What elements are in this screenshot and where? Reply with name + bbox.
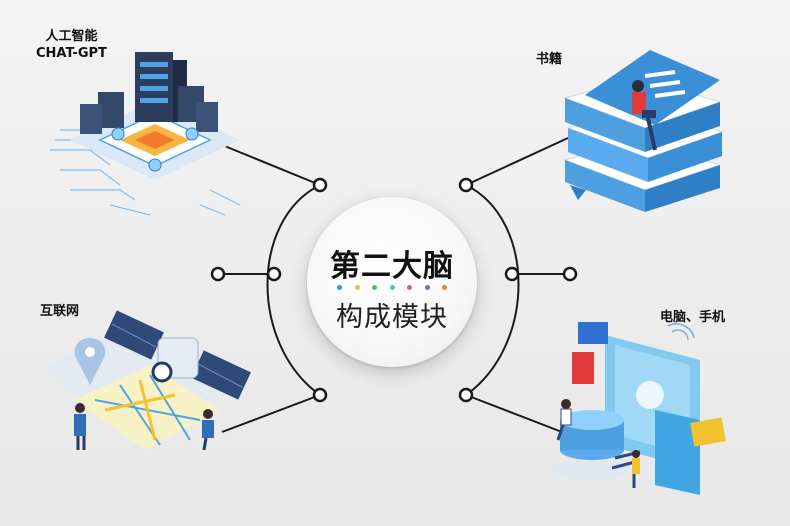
hub-subtitle: 构成模块 [336, 302, 448, 333]
hub-color-dot [354, 285, 360, 290]
node-dot-right-inner [504, 266, 520, 282]
hub-color-dot [389, 285, 395, 290]
hub-color-dot [424, 285, 430, 290]
ai-label-line2: CHAT-GPT [36, 46, 107, 61]
left-arc-connector [266, 184, 321, 396]
ai-label-line1: 人工智能 [45, 29, 98, 44]
hub-color-dot [372, 285, 377, 290]
server-datacenter-icon [50, 52, 241, 216]
internet-label: 互联网 [40, 304, 80, 319]
voice-assistant-phone-icon [552, 322, 726, 495]
stacked-books-icon [563, 50, 724, 212]
satellite-map-icon [40, 310, 251, 451]
books-connector-line [465, 137, 569, 186]
node-dot-bottom-left [312, 387, 328, 403]
hub-color-dot [442, 285, 447, 290]
node-dot-left-inner [266, 266, 282, 282]
devices-label: 电脑、手机 [660, 310, 726, 325]
books-label: 书籍 [536, 52, 563, 67]
right-arc-connector [465, 184, 520, 396]
ai-label: 人工智能 CHAT-GPT [36, 28, 107, 62]
node-dot-right-outer [562, 266, 578, 282]
center-hub: 第二大脑 构成模块 [307, 197, 477, 367]
node-dot-bottom-right [458, 387, 474, 403]
node-dot-left-outer [210, 266, 226, 282]
node-dot-top-right [458, 177, 474, 193]
hub-title: 第二大脑 [330, 249, 454, 284]
node-dot-top-left [312, 177, 328, 193]
devices-connector-line [465, 394, 563, 433]
internet-connector-line [221, 394, 321, 433]
hub-color-dot [337, 285, 342, 290]
hub-color-dot [407, 285, 412, 290]
hub-color-dots [337, 285, 447, 293]
ai-connector-line [209, 139, 321, 186]
